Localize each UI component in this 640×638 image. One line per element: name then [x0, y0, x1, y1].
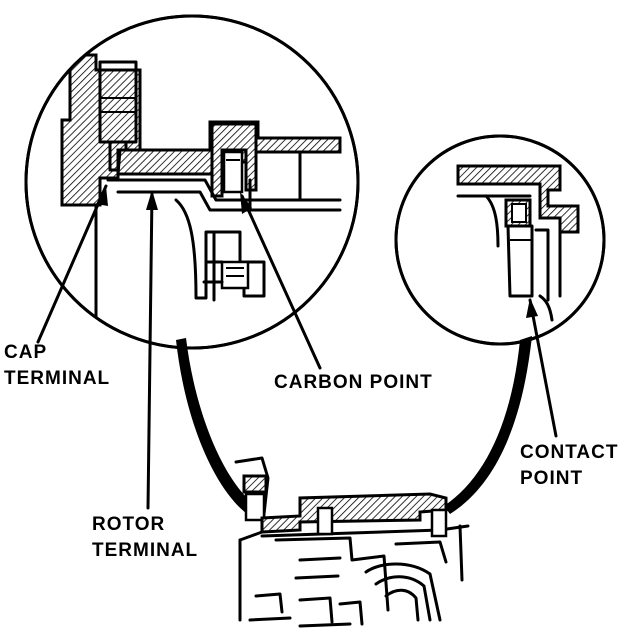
- cap-terminal-label-line2: TERMINAL: [4, 368, 110, 389]
- left-magnifier-band: [176, 338, 262, 520]
- carbon-point-leader: [240, 194, 322, 370]
- rotor-terminal-label-line2: TERMINAL: [92, 540, 198, 561]
- contact-point-label-line1: CONTACT: [520, 442, 618, 463]
- magnified-view-contact-point: [394, 134, 606, 346]
- rotor-terminal-leader: [146, 190, 154, 510]
- cap-terminal-arrowhead: [96, 186, 108, 206]
- right-magnifier-band: [444, 336, 532, 514]
- cap-terminal-label-line1: CAP: [4, 342, 47, 363]
- distributor-assembly: [234, 456, 470, 628]
- rotor-terminal-arrowhead: [146, 190, 158, 210]
- carbon-point-label: CARBON POINT: [274, 372, 433, 393]
- rotor-terminal-label-line1: ROTOR: [92, 514, 165, 535]
- carbon-point-arrowhead: [240, 192, 252, 214]
- cap-terminal-leader: [36, 184, 108, 344]
- magnified-view-cap-rotor: [24, 14, 360, 350]
- contact-point-leader: [528, 298, 558, 438]
- contact-point-arrowhead: [526, 298, 538, 318]
- contact-point-label-line2: POINT: [520, 468, 583, 489]
